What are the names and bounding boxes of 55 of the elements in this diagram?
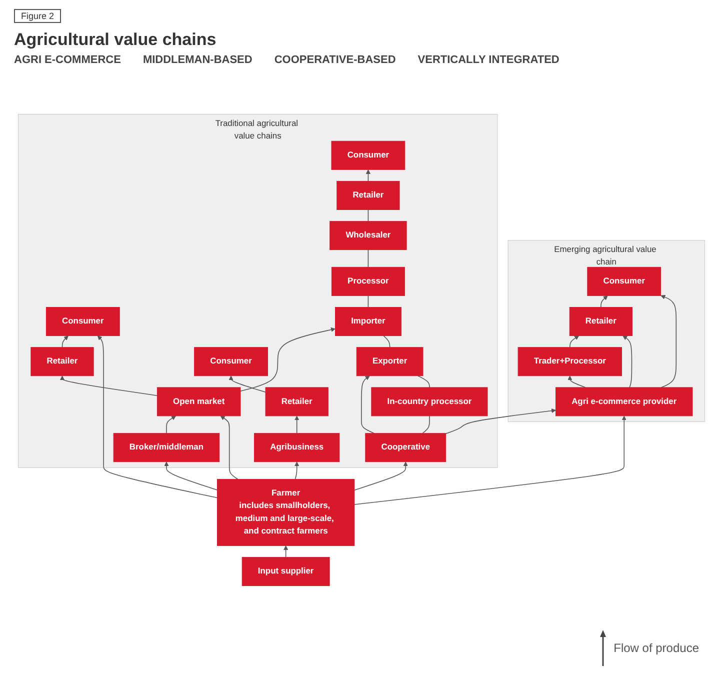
arrow	[622, 336, 632, 388]
arrow	[660, 294, 677, 388]
arrow	[354, 462, 408, 490]
arrow	[361, 376, 375, 434]
node-box: Importer	[335, 307, 402, 336]
legend-text: Flow of produce	[614, 641, 699, 655]
figure-number: Figure 2	[14, 9, 62, 23]
node-box: Cooperative	[365, 433, 446, 462]
arrow	[366, 169, 371, 182]
connector	[422, 416, 430, 434]
node-box: Agribusiness	[254, 433, 340, 462]
arrow	[166, 416, 176, 434]
connector	[368, 209, 369, 222]
node-box: Retailer	[336, 180, 400, 210]
node-box: Consumer	[587, 266, 662, 296]
connector	[368, 295, 369, 308]
node-box: Processor	[331, 266, 405, 296]
node-box: Retailer	[265, 387, 328, 416]
node-box: Agri e-commerce provider	[556, 387, 693, 416]
node-box: Consumer	[331, 140, 406, 170]
node-box: Input supplier	[242, 557, 330, 586]
arrow	[294, 416, 300, 434]
connector	[418, 375, 430, 388]
connector	[368, 249, 369, 268]
arrow	[240, 327, 336, 392]
node-box: Consumer	[194, 347, 268, 376]
arrow	[568, 376, 586, 388]
title: Agricultural value chains	[14, 30, 218, 50]
node-box: In-country processor	[371, 387, 488, 416]
arrow	[600, 295, 608, 308]
arrow	[60, 376, 158, 396]
arrow	[354, 416, 626, 505]
connector	[383, 335, 390, 348]
node-box: Consumer	[46, 307, 120, 336]
arrow	[220, 416, 238, 480]
arrow	[570, 336, 580, 348]
arrow	[164, 462, 218, 490]
node-box: Retailer	[30, 347, 94, 376]
node-box: Open market	[156, 387, 241, 416]
node-box: Retailer	[569, 307, 632, 336]
node-box: Exporter	[356, 347, 424, 376]
column-heading: VERTICALLY INTEGRATED	[418, 54, 560, 66]
arrow	[284, 545, 288, 558]
column-heading: COOPERATIVE-BASED	[274, 54, 396, 66]
arrow	[445, 408, 556, 434]
arrow	[62, 336, 68, 348]
arrow	[97, 336, 218, 498]
arrow	[228, 376, 266, 393]
node-box: Trader+Processor	[518, 347, 622, 376]
column-heading: MIDDLEMAN-BASED	[142, 54, 252, 66]
column-heading: AGRI E-COMMERCE	[14, 54, 121, 66]
node-box: Broker/middleman	[113, 433, 220, 462]
node-box: Wholesaler	[330, 221, 407, 250]
arrow	[294, 462, 300, 480]
node-box: Farmer includes smallholders, medium and large-scale, and contract farmers	[217, 478, 355, 546]
